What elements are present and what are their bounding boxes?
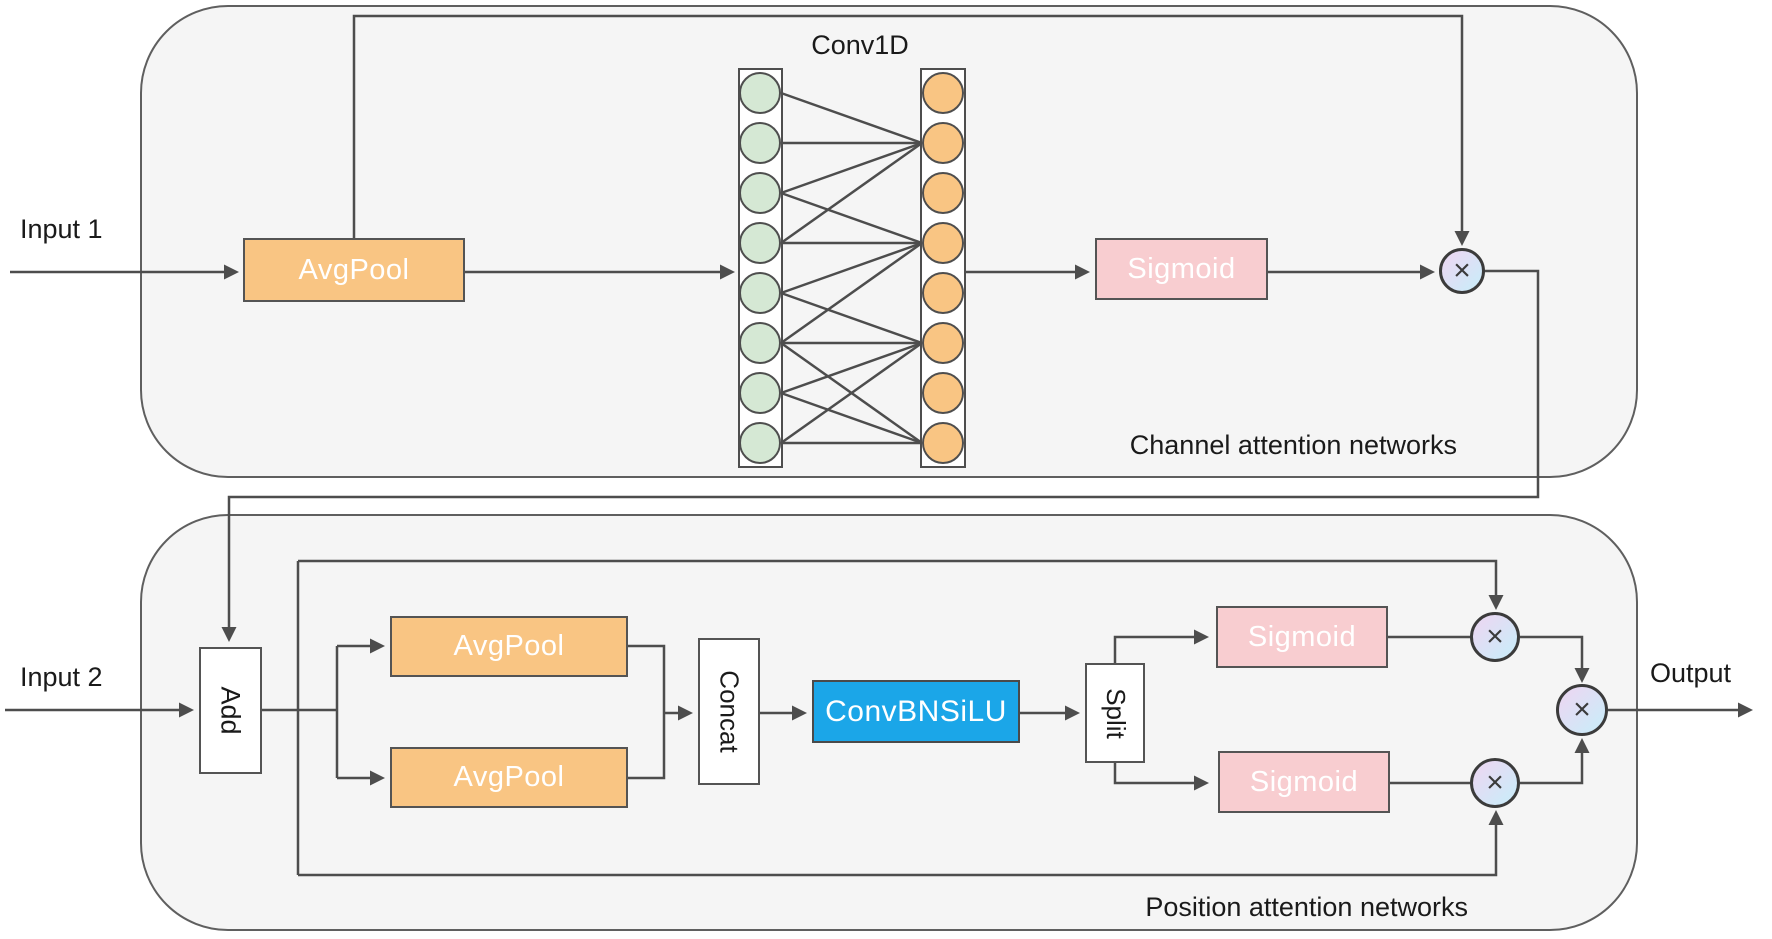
conv1d-input-node bbox=[739, 372, 781, 414]
conv1d-output-node bbox=[922, 72, 964, 114]
multiply-icon: × bbox=[1453, 254, 1471, 287]
conv1d-connections bbox=[780, 91, 923, 445]
conv1d-connection-line bbox=[780, 391, 923, 445]
avgpool-label: AvgPool bbox=[298, 253, 410, 286]
conv1d-output-node bbox=[922, 222, 964, 264]
multiply-operator-channel: × bbox=[1439, 248, 1485, 294]
edge-split-to-sigmoid-bottom bbox=[1113, 763, 1209, 791]
avgpool-node-top: AvgPool bbox=[390, 616, 628, 677]
input2-label: Input 2 bbox=[20, 662, 103, 692]
multiply-icon: × bbox=[1486, 766, 1504, 799]
edge-avgpool-merge bbox=[628, 644, 666, 780]
edge-bypass-top bbox=[298, 559, 1504, 610]
multiply-operator-output: × bbox=[1556, 684, 1608, 736]
static-edges bbox=[5, 14, 1753, 877]
edge-channel-out-to-add bbox=[221, 269, 1540, 642]
sigmoid-top-label: Sigmoid bbox=[1247, 620, 1357, 653]
conv1d-connection-line bbox=[780, 191, 923, 245]
conv1d-connection-line bbox=[780, 341, 923, 445]
position-block-label: Position attention networks bbox=[1145, 892, 1468, 922]
conv1d-input-node bbox=[739, 222, 781, 264]
avgpool-top-label: AvgPool bbox=[453, 630, 565, 662]
conv1d-connection-line bbox=[780, 241, 923, 295]
convbnsilu-label: ConvBNSiLU bbox=[825, 694, 1007, 728]
conv1d-output-node bbox=[922, 372, 964, 414]
conv1d-input-node bbox=[739, 422, 781, 464]
edge-multiply-top-to-center bbox=[1520, 635, 1590, 683]
conv1d-output-node bbox=[922, 322, 964, 364]
edge-skip-over-top bbox=[352, 14, 1470, 246]
conv1d-connection-line bbox=[780, 141, 923, 245]
sigmoid-bottom-label: Sigmoid bbox=[1249, 765, 1359, 798]
conv1d-output-node bbox=[922, 272, 964, 314]
conv1d-label: Conv1D bbox=[811, 30, 909, 60]
add-label: Add bbox=[215, 686, 246, 735]
multiply-icon: × bbox=[1486, 620, 1504, 653]
convbnsilu-node: ConvBNSiLU bbox=[812, 680, 1020, 743]
conv1d-output-node bbox=[922, 172, 964, 214]
split-label: Split bbox=[1100, 687, 1131, 739]
sigmoid-node-channel: Sigmoid bbox=[1095, 238, 1268, 300]
conv1d-output-node bbox=[922, 122, 964, 164]
avgpool-node-bottom: AvgPool bbox=[390, 747, 628, 808]
split-node: Split bbox=[1085, 663, 1145, 763]
concat-label: Concat bbox=[714, 670, 745, 753]
conv1d-input-node bbox=[739, 172, 781, 214]
conv1d-connection-line bbox=[780, 341, 923, 395]
sigmoid-node-top: Sigmoid bbox=[1216, 606, 1388, 668]
edge-split-to-sigmoid-top bbox=[1113, 629, 1209, 663]
conv1d-output-node bbox=[922, 422, 964, 464]
add-node: Add bbox=[199, 647, 262, 774]
conv1d-input-node bbox=[739, 322, 781, 364]
sigmoid-label: Sigmoid bbox=[1127, 252, 1236, 285]
input1-label: Input 1 bbox=[20, 214, 103, 244]
multiply-operator-top: × bbox=[1470, 612, 1520, 662]
conv1d-input-node bbox=[739, 122, 781, 164]
conv1d-input-node bbox=[739, 272, 781, 314]
avgpool-node-channel: AvgPool bbox=[243, 238, 465, 302]
multiply-icon: × bbox=[1573, 693, 1591, 726]
edge-bypass-bottom bbox=[298, 810, 1504, 877]
multiply-operator-bottom: × bbox=[1470, 758, 1520, 808]
edge-multiply-bottom-to-center bbox=[1520, 738, 1590, 785]
conv1d-connection-line bbox=[780, 91, 923, 145]
concat-node: Concat bbox=[698, 638, 760, 785]
conv1d-connection-line bbox=[780, 241, 923, 345]
conv1d-connection-line bbox=[780, 141, 923, 195]
sigmoid-node-bottom: Sigmoid bbox=[1218, 751, 1390, 813]
output-label: Output bbox=[1650, 658, 1732, 688]
conv1d-connection-line bbox=[780, 291, 923, 345]
avgpool-bottom-label: AvgPool bbox=[453, 761, 565, 793]
conv1d-input-node bbox=[739, 72, 781, 114]
channel-block-label: Channel attention networks bbox=[1129, 430, 1457, 460]
